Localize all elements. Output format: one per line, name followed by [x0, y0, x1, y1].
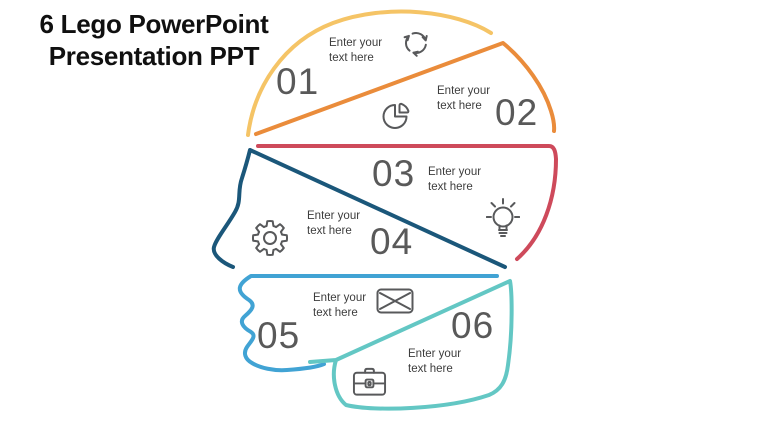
- section-05-label: Enter your text here: [313, 292, 367, 320]
- briefcase-icon: [352, 365, 387, 398]
- section-05-outline: [237, 274, 499, 373]
- section-06-label: Enter your text here: [408, 348, 462, 376]
- recycle-arrows-icon: [399, 27, 433, 59]
- section-03-number: 03: [372, 153, 416, 194]
- envelope-icon: [376, 288, 414, 314]
- page-title: 6 Lego PowerPoint Presentation PPT: [8, 8, 300, 72]
- section-03-label: Enter your text here: [428, 166, 482, 194]
- section-02-number: 02: [495, 92, 539, 133]
- title-line-1: 6 Lego PowerPoint: [39, 9, 269, 39]
- section-01-number: 01: [276, 61, 320, 102]
- lightbulb-icon: [486, 197, 520, 245]
- section-01-label: Enter your text here: [329, 37, 383, 65]
- section-04-outline: [211, 148, 507, 269]
- section-06-number: 06: [451, 305, 495, 346]
- pie-chart-icon: [381, 101, 411, 131]
- section-02-outline: [254, 41, 557, 136]
- gear-icon: [251, 219, 289, 257]
- section-01-outline: [246, 9, 493, 137]
- title-line-2: Presentation PPT: [48, 41, 260, 72]
- section-04-label: Enter your text here: [307, 210, 361, 238]
- section-05-number: 05: [257, 315, 301, 356]
- section-04-number: 04: [370, 221, 414, 262]
- section-06-outline: [308, 279, 514, 411]
- section-03-outline: [256, 144, 558, 261]
- section-02-label: Enter your text here: [437, 85, 491, 113]
